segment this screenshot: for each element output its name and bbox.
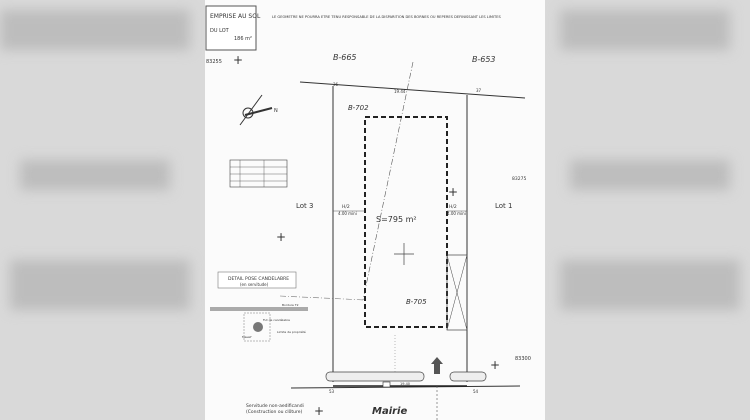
blurred-background bbox=[560, 10, 730, 50]
center-cross-icon bbox=[394, 243, 414, 265]
parking-box bbox=[446, 254, 468, 331]
cross-mark: + bbox=[233, 53, 243, 67]
emprise-lot-label: DU LOT bbox=[210, 28, 230, 34]
lot1-label: Lot 1 bbox=[495, 202, 512, 210]
detail-label: Bordure T2 bbox=[282, 303, 299, 307]
blurred-background bbox=[570, 160, 730, 190]
point-label: 36 bbox=[333, 82, 339, 87]
axis-line bbox=[362, 61, 414, 301]
cross-mark: + bbox=[314, 404, 324, 418]
emprise-box: EMPRISE AU SOL DU LOT 186 m² bbox=[205, 5, 261, 51]
detail-title: DETAIL POSE CANDELABRE bbox=[228, 276, 289, 282]
cross-mark: + bbox=[448, 185, 458, 199]
north-arrow-icon: N bbox=[239, 94, 278, 126]
detail-label: Fut de candélabre bbox=[263, 318, 290, 322]
plan-page bbox=[205, 0, 545, 420]
cross-mark: + bbox=[276, 230, 286, 244]
north-boundary bbox=[299, 81, 526, 99]
parcel-b665: B-665 bbox=[333, 53, 357, 62]
disclaimer: LE GEOMETRE NE POURRA ETRE TENU RESPONSA… bbox=[272, 15, 501, 19]
coordinates-table bbox=[229, 159, 288, 188]
parcel-b705: B-705 bbox=[406, 298, 427, 306]
emprise-value: 186 m² bbox=[234, 36, 252, 42]
setback-value-left: 4.00 mini bbox=[338, 211, 357, 216]
blurred-background bbox=[10, 260, 190, 310]
hedge bbox=[449, 371, 487, 382]
top-dimension: 19.44 bbox=[394, 89, 406, 94]
hedge bbox=[325, 371, 425, 382]
servitude-line1: Servitude non-aedificandi bbox=[246, 403, 304, 409]
parcel-b702: B-702 bbox=[348, 104, 369, 112]
setback-value-right: 4.00 mini bbox=[447, 211, 466, 216]
building-footprint bbox=[364, 116, 448, 328]
north-label: N bbox=[274, 108, 278, 114]
axis-line bbox=[279, 295, 366, 301]
lot-area: S=795 m² bbox=[376, 215, 417, 224]
point-label: 83255 bbox=[206, 59, 222, 65]
candelabre-detail: DETAIL POSE CANDELABRE (en servitude) Bo… bbox=[210, 271, 308, 342]
road-name: Mairie bbox=[372, 406, 407, 417]
emprise-title: EMPRISE AU SOL bbox=[210, 13, 261, 20]
blurred-background bbox=[0, 10, 190, 50]
point-label: 83275 bbox=[512, 176, 526, 182]
detail-label: Limite de propriété bbox=[277, 330, 306, 334]
blurred-background bbox=[20, 160, 170, 190]
road-boundary bbox=[290, 385, 521, 389]
servitude-line2: (Construction ou clôture) bbox=[246, 408, 302, 415]
bottom-dimension: 19.40 bbox=[400, 382, 410, 386]
point-label: 53 bbox=[329, 389, 335, 394]
parcel-b653: B-653 bbox=[472, 55, 496, 64]
lot3-label: Lot 3 bbox=[296, 202, 313, 210]
detail-subtitle: (en servitude) bbox=[240, 282, 269, 287]
point-label: 37 bbox=[476, 88, 482, 93]
meter-box bbox=[382, 381, 391, 388]
blurred-background bbox=[560, 260, 740, 310]
setback-label-left: H/2 bbox=[342, 204, 350, 210]
detail-label: Massif bbox=[242, 335, 252, 339]
access-arrow-icon bbox=[431, 357, 443, 374]
point-label: 54 bbox=[473, 389, 479, 394]
cross-mark: + bbox=[490, 358, 500, 372]
setback-label-right: H/2 bbox=[449, 204, 457, 210]
point-label: 83300 bbox=[515, 356, 531, 362]
